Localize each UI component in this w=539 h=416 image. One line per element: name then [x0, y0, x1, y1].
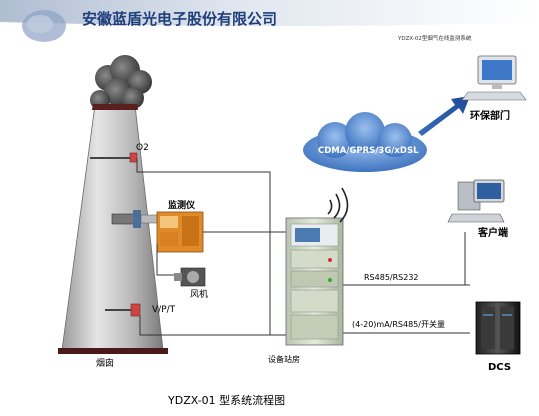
- dcs-label: DCS: [488, 362, 511, 373]
- o2-line: [136, 158, 271, 335]
- wireless-signal-icon: [327, 187, 349, 223]
- client-computer-icon: [447, 179, 505, 223]
- dcs-server-icon: [475, 301, 521, 355]
- cloud-label: CDMA/GPRS/3G/xDSL: [318, 146, 419, 156]
- network-cloud: [303, 112, 427, 172]
- connection-lines: [136, 158, 470, 336]
- vpt-line: [139, 316, 286, 336]
- epa-computer-icon: [461, 55, 527, 101]
- station-cabinet: [285, 217, 344, 346]
- chimney: [58, 104, 168, 354]
- epa-label: 环保部门: [470, 109, 510, 122]
- header-banner: 安徽蓝盾光电子股份有限公司: [0, 0, 539, 42]
- vpt-sensor: [105, 303, 141, 317]
- fan-unit: [174, 267, 206, 287]
- fan-line: [156, 244, 174, 276]
- o2-label: O2: [136, 143, 149, 153]
- station-label: 设备站房: [268, 354, 300, 364]
- fan-label: 风机: [190, 288, 208, 300]
- chimney-label: 烟囱: [96, 357, 114, 369]
- rs-link-label: RS485/RS232: [364, 273, 419, 282]
- smoke: [90, 55, 152, 110]
- diagram-caption: YDZX-01 型系统流程图: [167, 393, 285, 407]
- vpt-label: V/P/T: [152, 305, 176, 315]
- upload-arrow: [418, 96, 470, 136]
- analyzer-unit: [156, 211, 204, 253]
- analyzer-label: 监测仪: [168, 199, 196, 211]
- client-label: 客户端: [477, 226, 508, 239]
- product-caption: YDZX-02型烟气在线监测系统: [397, 34, 472, 42]
- o2-probe: [90, 152, 138, 163]
- sampling-probe: [111, 210, 158, 228]
- company-name: 安徽蓝盾光电子股份有限公司: [82, 10, 277, 28]
- dcs-link-label: (4-20)mA/RS485/开关量: [352, 319, 445, 329]
